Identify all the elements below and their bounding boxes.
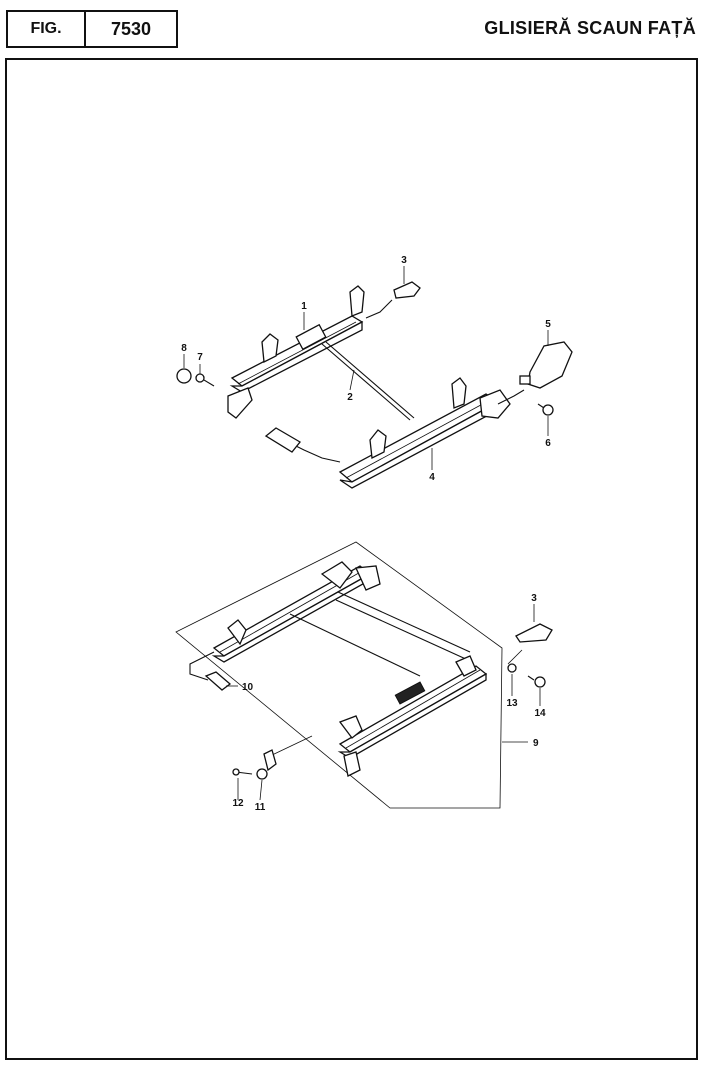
part-7-screw (195, 373, 215, 387)
part-8-cap (176, 368, 192, 384)
callout-3-upper: 3 (401, 255, 407, 266)
upper-assembly (176, 281, 573, 489)
page-title: GLISIERĂ SCAUN FAȚĂ (484, 18, 696, 38)
callout-12: 12 (232, 798, 244, 809)
callout-7: 7 (197, 352, 203, 363)
callouts: 1 2 3 4 5 6 7 8 9 10 11 12 3 13 14 (181, 255, 551, 813)
fig-number: 7530 (84, 10, 178, 48)
part-4-right-rail (264, 377, 525, 489)
drawing-frame (5, 58, 698, 1060)
callout-1: 1 (301, 301, 307, 312)
part-1-left-rail (227, 285, 393, 419)
callout-10: 10 (242, 682, 254, 693)
leader-lines (183, 266, 549, 801)
callout-6: 6 (545, 438, 551, 449)
callout-3-lower: 3 (531, 593, 537, 604)
part-6-bolt (537, 403, 554, 416)
callout-8: 8 (181, 343, 187, 354)
part-2-cable (321, 341, 415, 421)
callout-4: 4 (429, 472, 435, 483)
callout-5: 5 (545, 319, 551, 330)
part-5-side-cover (519, 341, 573, 389)
callout-2: 2 (347, 392, 353, 403)
callout-9: 9 (533, 738, 539, 749)
callout-13: 13 (506, 698, 518, 709)
callout-14: 14 (534, 708, 546, 719)
part-3-cap-upper (393, 281, 421, 299)
lower-assembly (175, 541, 553, 809)
callout-11: 11 (255, 802, 266, 813)
